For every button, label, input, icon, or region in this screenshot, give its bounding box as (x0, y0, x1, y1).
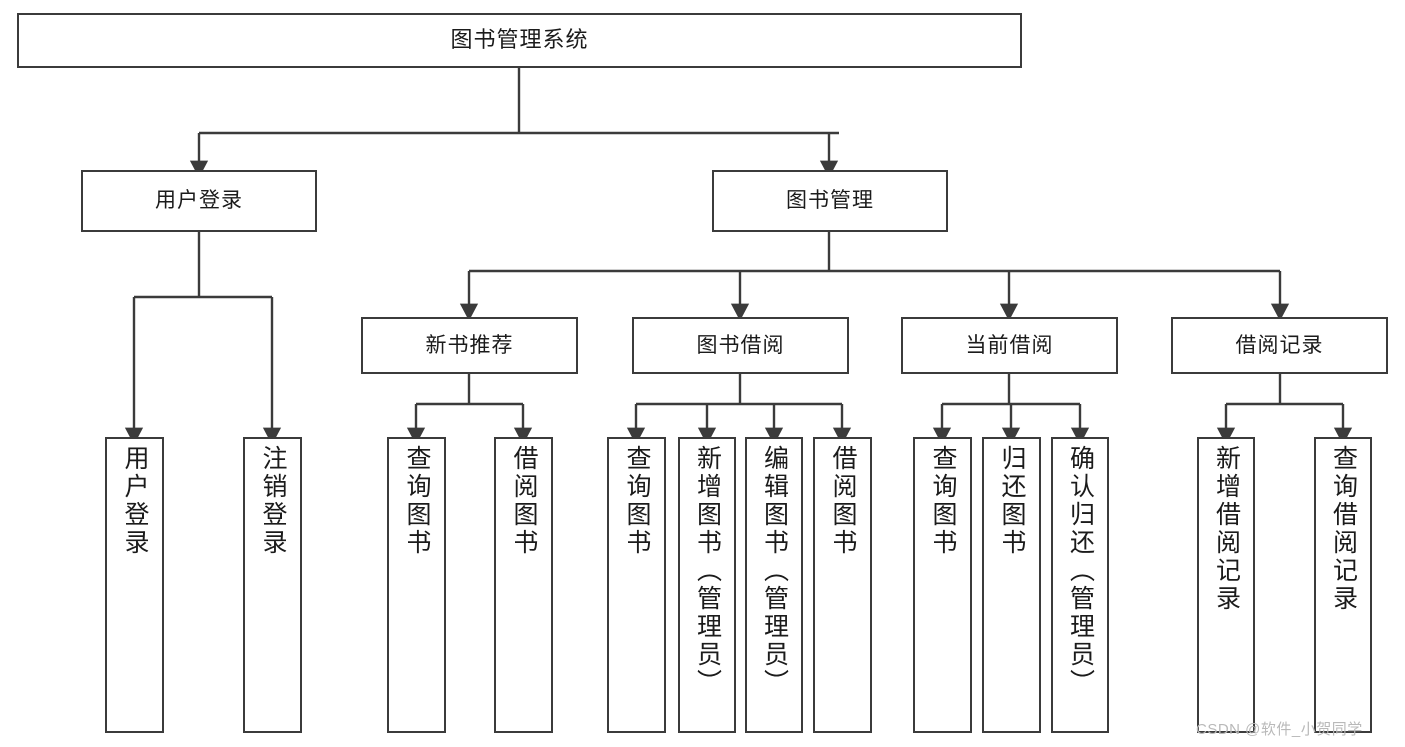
leaf-user-login-login[interactable]: 用户登录 (105, 437, 164, 733)
node-label: 借阅图书 (510, 445, 538, 557)
leaf-book-borrow-query[interactable]: 查询图书 (607, 437, 666, 733)
leaf-user-login-logout[interactable]: 注销登录 (243, 437, 302, 733)
leaf-book-borrow-add[interactable]: 新增图书（管理员） (678, 437, 736, 733)
node-label: 编辑图书（管理员） (760, 445, 789, 697)
node-label: 新增借阅记录 (1212, 445, 1241, 613)
node-label: 用户登录 (155, 189, 243, 213)
node-user-login[interactable]: 用户登录 (81, 170, 317, 232)
leaf-new-book-query[interactable]: 查询图书 (387, 437, 446, 733)
node-label: 图书管理 (786, 189, 874, 213)
csdn-watermark: CSDN @软件_小贺同学 (1196, 721, 1363, 738)
leaf-book-borrow-borrow[interactable]: 借阅图书 (813, 437, 872, 733)
node-label: 借阅图书 (829, 445, 857, 557)
node-label: 新书推荐 (425, 333, 514, 357)
leaf-borrow-record-add[interactable]: 新增借阅记录 (1197, 437, 1255, 733)
node-label: 借阅记录 (1235, 333, 1324, 357)
leaf-current-borrow-return[interactable]: 归还图书 (982, 437, 1041, 733)
node-new-book-recommend[interactable]: 新书推荐 (361, 317, 578, 374)
leaf-book-borrow-edit[interactable]: 编辑图书（管理员） (745, 437, 803, 733)
node-book-borrow[interactable]: 图书借阅 (632, 317, 849, 374)
node-label: 查询图书 (403, 445, 431, 557)
node-label: 确认归还（管理员） (1066, 445, 1095, 697)
node-current-borrow[interactable]: 当前借阅 (901, 317, 1118, 374)
node-label: 查询借阅记录 (1329, 445, 1358, 613)
node-book-management[interactable]: 图书管理 (712, 170, 948, 232)
node-root-system[interactable]: 图书管理系统 (17, 13, 1022, 68)
node-label: 注销登录 (259, 445, 287, 557)
leaf-borrow-record-query[interactable]: 查询借阅记录 (1314, 437, 1372, 733)
leaf-current-borrow-query[interactable]: 查询图书 (913, 437, 972, 733)
node-label: 归还图书 (998, 445, 1026, 557)
node-label: 图书借阅 (696, 333, 785, 357)
node-label: 用户登录 (121, 445, 149, 557)
leaf-new-book-borrow[interactable]: 借阅图书 (494, 437, 553, 733)
node-label: 图书管理系统 (450, 27, 589, 53)
node-label: 查询图书 (623, 445, 651, 557)
node-label: 查询图书 (929, 445, 957, 557)
leaf-current-borrow-confirm-return[interactable]: 确认归还（管理员） (1051, 437, 1109, 733)
node-borrow-record[interactable]: 借阅记录 (1171, 317, 1388, 374)
node-label: 当前借阅 (965, 333, 1054, 357)
node-label: 新增图书（管理员） (693, 445, 722, 697)
